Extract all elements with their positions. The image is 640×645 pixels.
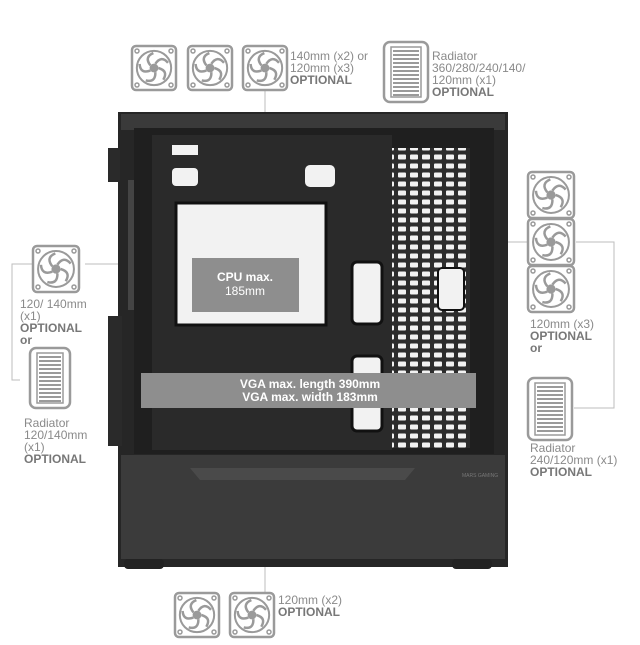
vga-label-1: VGA max. length 390mm (240, 377, 380, 391)
left-rad-line4: OPTIONAL (24, 452, 86, 466)
top-radiator-label: Radiator 360/280/240/140/ 120mm (x1) OPT… (432, 50, 525, 98)
right-line2: OPTIONAL (530, 329, 592, 343)
left-rad-line1: Radiator (24, 416, 70, 430)
fan-icon (31, 244, 81, 294)
top-rad-line2: 360/280/240/140/ (432, 61, 526, 75)
fan-icons (31, 44, 576, 639)
radiator-icon (526, 376, 574, 442)
top-line1: 140mm (x2) or (290, 49, 369, 63)
right-rad-line3: OPTIONAL (530, 465, 592, 479)
left-radiator-label: Radiator 120/140mm (x1) OPTIONAL (24, 417, 87, 465)
left-line1: 120/ 140mm (20, 297, 87, 311)
left-fan-label: 120/ 140mm (x1) OPTIONAL or (20, 298, 87, 346)
pc-case: MARS GAMING (108, 112, 508, 569)
vga-clearance-box (141, 373, 476, 408)
right-rad-line2: 240/120mm (x1) (530, 453, 618, 467)
radiator-icons (28, 40, 574, 442)
bottom-line2: OPTIONAL (278, 605, 340, 619)
cpu-label-2: 185mm (225, 284, 265, 298)
fan-icon (228, 591, 276, 639)
top-rad-line1: Radiator (432, 49, 478, 63)
left-rad-line2: 120/140mm (24, 428, 88, 442)
right-line1: 120mm (x3) (530, 317, 595, 331)
top-rad-line4: OPTIONAL (432, 85, 494, 99)
left-line4: or (20, 333, 32, 347)
bottom-line1: 120mm (x2) (278, 593, 343, 607)
bottom-fan-label: 120mm (x2) OPTIONAL (278, 594, 342, 618)
cpu-label-1: CPU max. (217, 270, 273, 284)
fan-icon (130, 44, 178, 92)
cpu-clearance-box (192, 258, 299, 312)
right-line3: or (530, 341, 542, 355)
fan-icon (526, 170, 576, 220)
right-rad-line1: Radiator (530, 441, 576, 455)
fan-icon (526, 217, 576, 267)
top-rad-line3: 120mm (x1) (432, 73, 497, 87)
fan-icon (173, 591, 221, 639)
brand-mark: MARS GAMING (462, 473, 498, 479)
fan-icon (241, 44, 289, 92)
left-line3: OPTIONAL (20, 321, 82, 335)
left-line2: (x1) (20, 309, 41, 323)
vga-label-2: VGA max. width 183mm (242, 390, 378, 404)
top-line2: 120mm (x3) (290, 61, 355, 75)
radiator-icon (28, 346, 72, 410)
top-fan-label: 140mm (x2) or 120mm (x3) OPTIONAL (290, 50, 368, 86)
radiator-icon (382, 40, 430, 104)
fan-icon (186, 44, 234, 92)
fan-icon (526, 264, 576, 314)
right-radiator-label: Radiator 240/120mm (x1) OPTIONAL (530, 442, 617, 478)
right-fan-label: 120mm (x3) OPTIONAL or (530, 318, 594, 354)
top-line3: OPTIONAL (290, 73, 352, 87)
left-rad-line3: (x1) (24, 440, 45, 454)
